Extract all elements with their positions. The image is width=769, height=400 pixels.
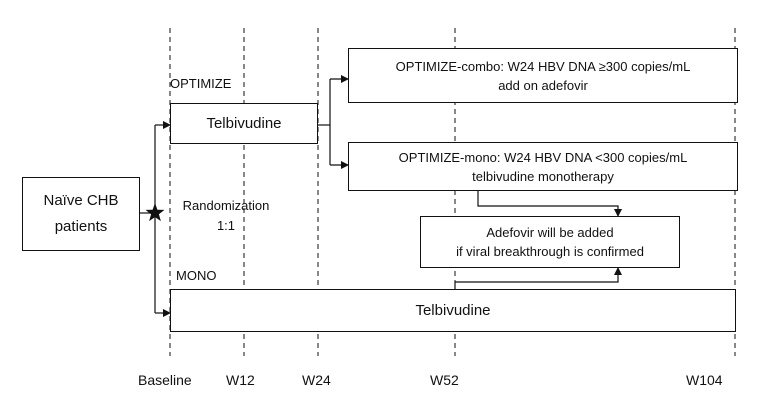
combo-box-line2: add on adefovir: [498, 77, 588, 93]
timeline-label-w24: W24: [302, 372, 331, 388]
patients-box: Naïve CHB patients: [22, 177, 140, 251]
adefovir-box-line2: if viral breakthrough is confirmed: [456, 244, 644, 259]
optimize-mono-box: OPTIMIZE-mono: W24 HBV DNA <300 copies/m…: [348, 142, 738, 191]
mono-box-line2: telbivudine monotherapy: [472, 168, 614, 184]
mono-arm-label: MONO: [176, 268, 217, 283]
timeline-label-w52: W52: [430, 372, 459, 388]
mono-to-adefovir-arrow: [477, 191, 622, 217]
telbivudine-optimize-box: Telbivudine: [170, 103, 318, 144]
optimize-combo-box: OPTIMIZE-combo: W24 HBV DNA ≥300 copies/…: [348, 48, 738, 103]
patients-box-line2: patients: [54, 218, 108, 235]
randomization-star-icon: [145, 203, 165, 222]
mono-box-line1: OPTIMIZE-mono: W24 HBV DNA <300 copies/m…: [398, 149, 688, 165]
adefovir-box-line1: Adefovir will be added: [486, 225, 614, 240]
timeline-label-w12: W12: [226, 372, 255, 388]
adefovir-box: Adefovir will be added if viral breakthr…: [420, 216, 680, 268]
timeline-label-w104: W104: [686, 372, 723, 388]
optimize-arm-label: OPTIMIZE: [170, 76, 232, 91]
randomization-line1: Randomization: [182, 198, 270, 213]
telbivudine-mono-box: Telbivudine: [170, 289, 736, 332]
randomization-line2: 1:1: [216, 218, 236, 233]
telbivudine-mono-label: Telbivudine: [415, 302, 491, 319]
telbivudine-optimize-label: Telbivudine: [206, 115, 282, 132]
combo-box-line1: OPTIMIZE-combo: W24 HBV DNA ≥300 copies/…: [395, 58, 691, 74]
bottom-arm-to-adefovir-arrow: [454, 267, 622, 289]
randomization-label: Randomization 1:1: [168, 196, 284, 236]
timeline-label-baseline: Baseline: [138, 372, 192, 388]
patients-box-line1: Naïve CHB: [43, 192, 119, 209]
